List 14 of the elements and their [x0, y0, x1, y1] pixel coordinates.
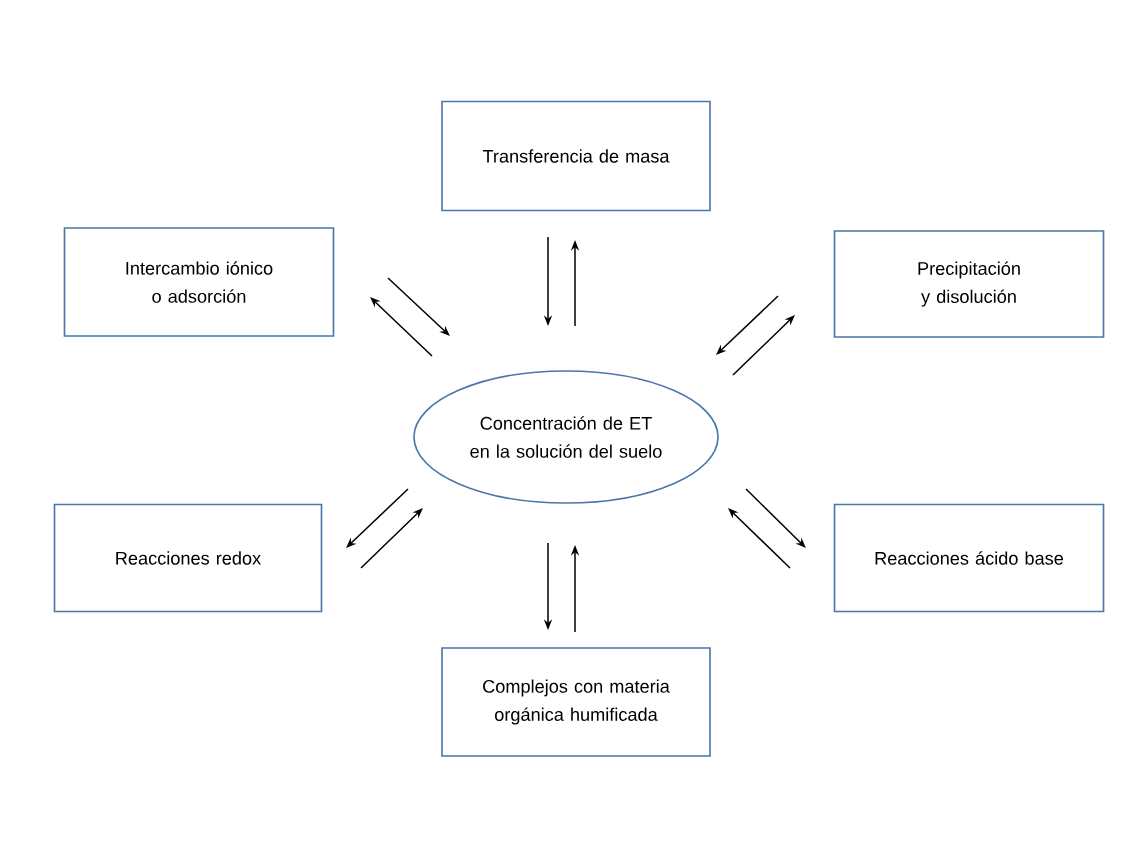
process-box: Transferencia de masa: [441, 100, 711, 212]
arrow: [346, 488, 409, 548]
arrow: [745, 488, 806, 548]
arrow: [732, 315, 795, 376]
arrow: [360, 508, 423, 569]
process-box: Reacciones redox: [53, 503, 323, 613]
arrow: [728, 508, 791, 569]
process-box: Reacciones ácido base: [833, 503, 1105, 613]
process-box: Complejos con materia orgánica humificada: [441, 647, 711, 757]
arrow: [370, 297, 433, 357]
process-box: Intercambio iónico o adsorción: [63, 227, 335, 337]
arrow: [387, 277, 450, 336]
process-box: Precipitación y disolución: [833, 230, 1105, 338]
arrow: [716, 295, 779, 355]
